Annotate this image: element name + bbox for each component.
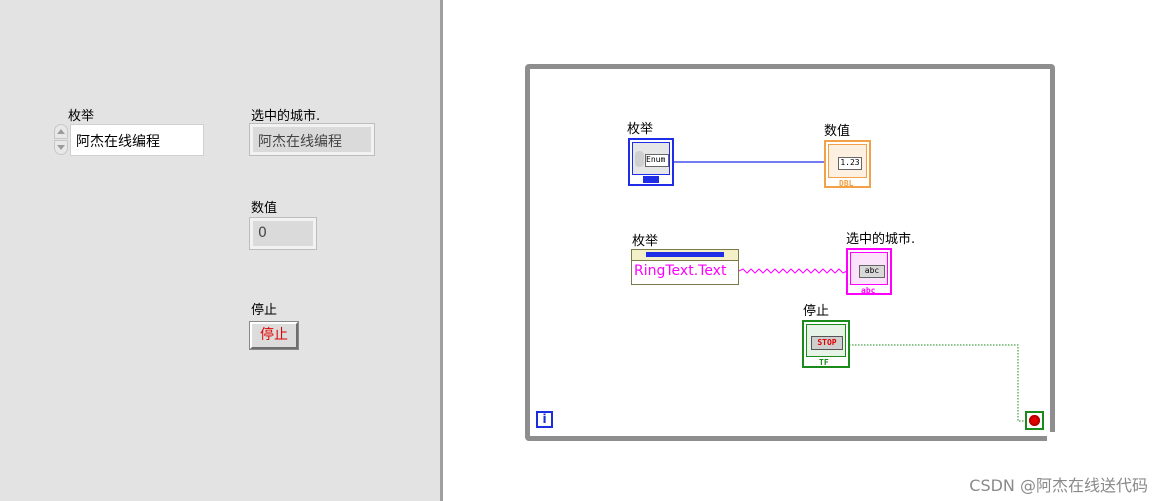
loop-condition-terminal[interactable] (1025, 411, 1044, 430)
block-diagram: 枚举 Enum 数值 1.23 DBL 枚举 RingText.Text 选中的… (443, 0, 1162, 501)
loop-corner-gap (1047, 432, 1059, 441)
numeric-terminal[interactable]: 1.23 DBL (824, 140, 871, 188)
stop-button[interactable]: 停止 (249, 321, 299, 350)
enum-control[interactable]: 阿杰在线编程 (70, 124, 204, 156)
stop-terminal[interactable]: STOP TF (802, 320, 850, 368)
selected-city-label: 选中的城市. (251, 109, 321, 124)
bool-wire (846, 344, 1025, 422)
numeric-terminal-face: 1.23 (828, 144, 867, 178)
property-node[interactable]: RingText.Text (631, 249, 739, 285)
wires (671, 161, 1025, 422)
string-terminal-text: abc (859, 265, 885, 278)
watermark: CSDN @阿杰在线送代码 (969, 476, 1148, 495)
property-node-label: 枚举 (632, 234, 659, 249)
numeric-label: 数值 (251, 201, 278, 216)
enum-terminal-arrows-icon (635, 151, 644, 167)
enum-terminal-text: Enum (645, 154, 669, 167)
enum-up-arrow-icon[interactable] (54, 124, 68, 139)
property-node-header (632, 250, 738, 261)
enum-terminal-label: 枚举 (627, 122, 654, 137)
string-terminal[interactable]: abc abc (846, 248, 892, 295)
enum-type-icon (643, 176, 659, 183)
enum-terminal-face: Enum (632, 142, 670, 175)
stop-label: 停止 (251, 303, 278, 318)
enum-increment-decrement[interactable] (53, 124, 69, 156)
while-loop-structure[interactable] (525, 64, 1055, 441)
enum-terminal[interactable]: Enum (628, 138, 674, 186)
string-type-label: abc (861, 286, 876, 295)
numeric-type-label: DBL (839, 179, 854, 188)
property-node-text: RingText.Text (634, 263, 727, 279)
numeric-terminal-label: 数值 (824, 124, 851, 139)
enum-label: 枚举 (68, 109, 95, 124)
enum-down-arrow-icon[interactable] (54, 140, 68, 155)
stop-terminal-text: STOP (811, 336, 843, 350)
stop-if-true-icon (1029, 415, 1040, 426)
numeric-indicator: 0 (249, 217, 317, 250)
property-node-ref-icon (646, 252, 724, 257)
front-panel: 枚举 阿杰在线编程 选中的城市. 阿杰在线编程 数值 0 停止 停止 (0, 0, 440, 501)
string-terminal-face: abc (850, 252, 888, 285)
selected-city-indicator: 阿杰在线编程 (249, 123, 375, 156)
numeric-terminal-text: 1.23 (838, 157, 862, 170)
window-divider (440, 0, 443, 501)
stop-terminal-face: STOP (806, 324, 846, 357)
string-wire (738, 268, 848, 274)
loop-iteration-terminal[interactable]: i (536, 411, 553, 428)
stop-terminal-label: 停止 (803, 304, 830, 319)
bool-type-label: TF (819, 358, 829, 367)
string-terminal-label: 选中的城市. (846, 232, 916, 247)
